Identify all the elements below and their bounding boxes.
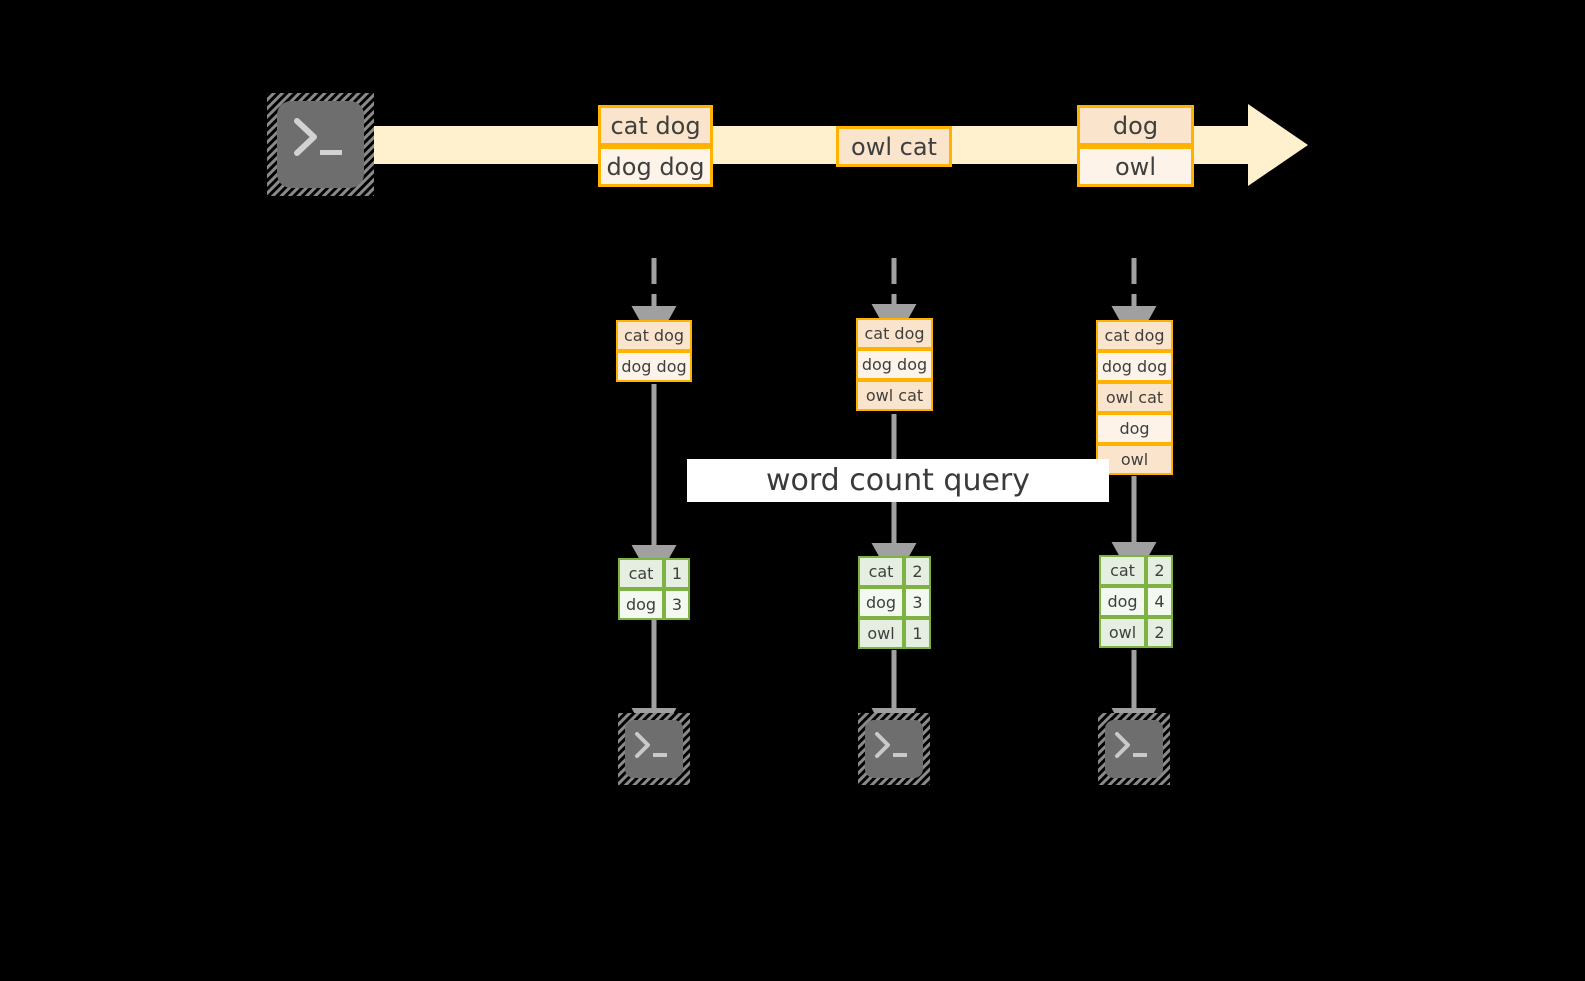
stream-line: owl cat [836,126,952,167]
batch-input-row: dog [1096,413,1173,444]
result-word: owl [858,618,904,649]
batch-input-row: dog dog [616,351,692,382]
result-word: dog [858,587,904,618]
result-count: 2 [1146,555,1173,586]
result-word: cat [858,556,904,587]
sink-terminal-icon-2 [858,713,930,785]
result-count: 2 [904,556,931,587]
result-word: cat [1099,555,1146,586]
result-word: owl [1099,617,1146,648]
source-terminal-icon [267,93,374,196]
batch-input-row: cat dog [1096,320,1173,351]
batch-input-row: cat dog [856,318,933,349]
result-count: 1 [904,618,931,649]
stream-line: dog dog [598,146,713,187]
query-label: word count query [687,459,1109,502]
result-word: dog [1099,586,1146,617]
stream-line: dog [1077,105,1194,146]
batch-input-row: owl cat [1096,382,1173,413]
stream-line: cat dog [598,105,713,146]
result-count: 2 [1146,617,1173,648]
batch-trigger-arrows [631,258,1157,346]
sink-arrows [631,620,1157,748]
sink-terminal-icon-3 [1098,713,1170,785]
result-count: 4 [1146,586,1173,617]
result-word: cat [618,558,664,589]
result-count: 1 [664,558,690,589]
batch-input-row: owl cat [856,380,933,411]
batch-input-row: dog dog [1096,351,1173,382]
stream-line: owl [1077,146,1194,187]
result-word: dog [618,589,664,620]
batch-input-row: dog dog [856,349,933,380]
batch-input-row: cat dog [616,320,692,351]
result-count: 3 [664,589,690,620]
result-count: 3 [904,587,931,618]
sink-terminal-icon-1 [618,713,690,785]
